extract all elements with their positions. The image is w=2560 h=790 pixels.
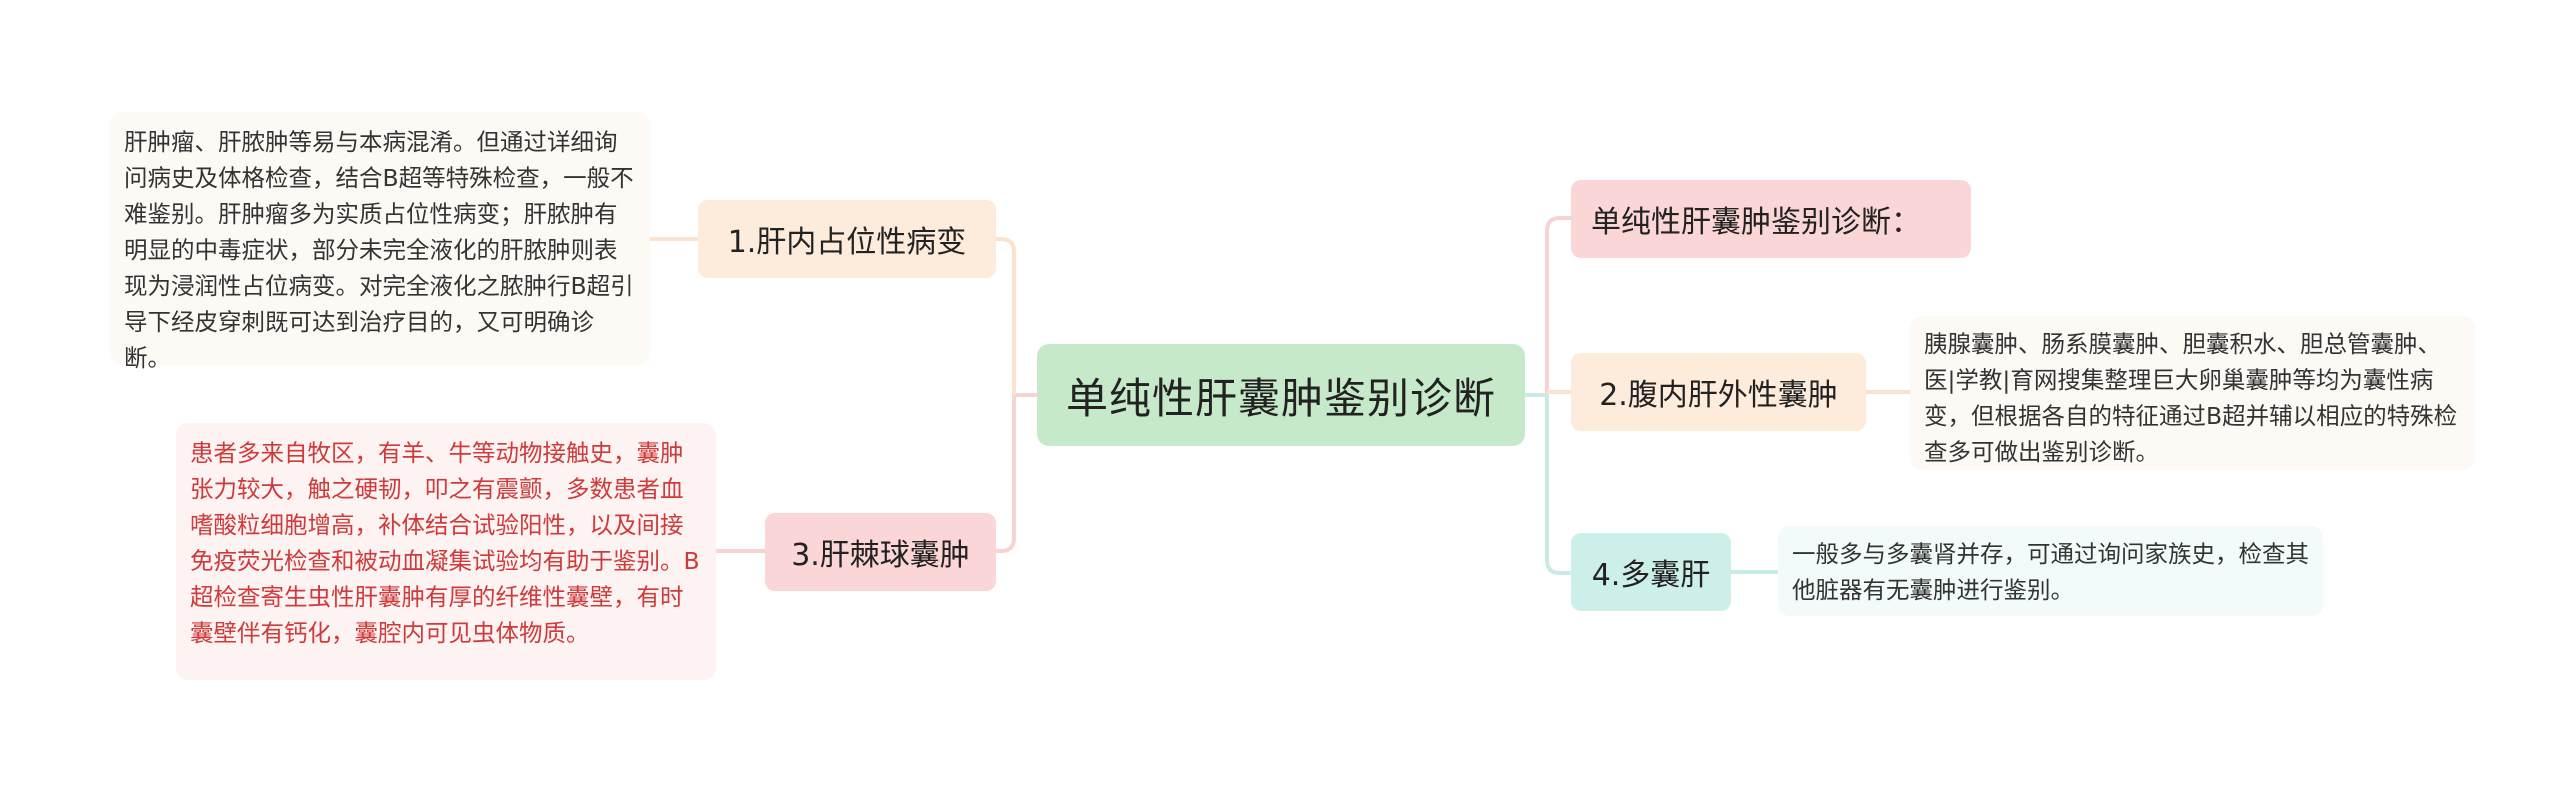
connector-topic-1 xyxy=(996,237,1016,395)
note-text: 患者多来自牧区，有羊、牛等动物接触史，囊肿张力较大，触之硬韧，叩之有震颤，多数患… xyxy=(190,439,700,647)
note-text: 胰腺囊肿、肠系膜囊肿、胆囊积水、胆总管囊肿、医|学教|育网搜集整理巨大卵巢囊肿等… xyxy=(1924,330,2458,466)
connector-topic-4 xyxy=(1545,395,1571,575)
topic-hydatid-cyst[interactable]: 3.肝棘球囊肿 xyxy=(765,513,996,591)
topic-polycystic-liver[interactable]: 4.多囊肝 xyxy=(1571,533,1731,611)
root-label: 单纯性肝囊肿鉴别诊断 xyxy=(1065,373,1496,423)
topic-label: 3.肝棘球囊肿 xyxy=(791,538,970,573)
topic-label: 1.肝内占位性病变 xyxy=(727,225,967,260)
topic-intrahepatic-lesion[interactable]: 1.肝内占位性病变 xyxy=(698,200,996,278)
topic-extrahepatic-cyst[interactable]: 2.腹内肝外性囊肿 xyxy=(1571,353,1866,431)
note-hydatid-cyst[interactable]: 患者多来自牧区，有羊、牛等动物接触史，囊肿张力较大，触之硬韧，叩之有震颤，多数患… xyxy=(176,423,716,680)
connector-topic-3 xyxy=(996,395,1016,553)
topic-label: 2.腹内肝外性囊肿 xyxy=(1599,378,1838,413)
topic-differential-diagnosis-heading[interactable]: 单纯性肝囊肿鉴别诊断： xyxy=(1571,180,1971,258)
note-intrahepatic-lesion[interactable]: 肝肿瘤、肝脓肿等易与本病混淆。但通过详细询问病史及体格检查，结合B超等特殊检查，… xyxy=(110,112,650,372)
note-extrahepatic-cyst[interactable]: 胰腺囊肿、肠系膜囊肿、胆囊积水、胆总管囊肿、医|学教|育网搜集整理巨大卵巢囊肿等… xyxy=(1910,316,2475,470)
connector-topic-summary xyxy=(1545,216,1571,395)
note-text: 肝肿瘤、肝脓肿等易与本病混淆。但通过详细询问病史及体格检查，结合B超等特殊检查，… xyxy=(124,128,634,372)
note-polycystic-liver[interactable]: 一般多与多囊肾并存，可通过询问家族史，检查其他脏器有无囊肿进行鉴别。 xyxy=(1778,526,2323,616)
root-node[interactable]: 单纯性肝囊肿鉴别诊断 xyxy=(1037,344,1525,446)
topic-label: 单纯性肝囊肿鉴别诊断： xyxy=(1591,205,1921,240)
note-text: 一般多与多囊肾并存，可通过询问家族史，检查其他脏器有无囊肿进行鉴别。 xyxy=(1792,540,2309,604)
topic-label: 4.多囊肝 xyxy=(1591,558,1711,593)
